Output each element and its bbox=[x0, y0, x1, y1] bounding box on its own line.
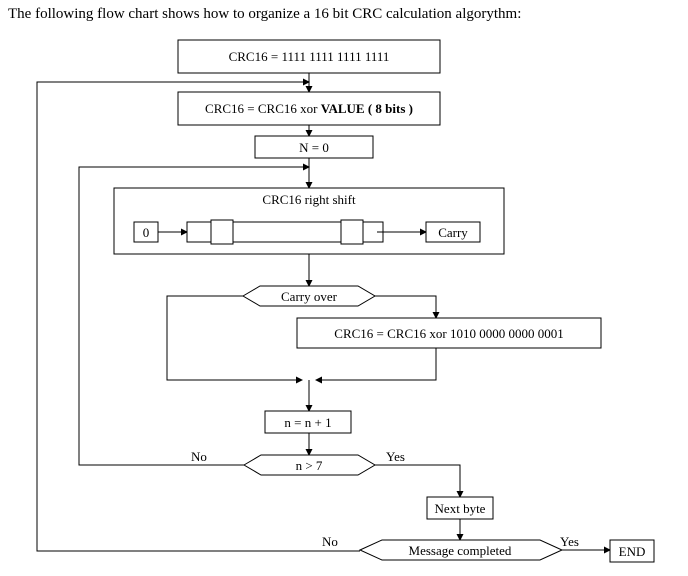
register-msb-cell bbox=[210, 219, 234, 245]
msg-completed-label: Message completed bbox=[409, 543, 512, 558]
carry-label: Carry bbox=[438, 225, 468, 240]
carry-over-label: Carry over bbox=[281, 289, 338, 304]
arrow-n-no-loop bbox=[78, 163, 310, 466]
xor-value-label: CRC16 = CRC16 xor VALUE ( 8 bits ) bbox=[205, 101, 413, 116]
shift-title: CRC16 right shift bbox=[262, 192, 356, 207]
arrow-carry-yes-to-poly bbox=[375, 295, 440, 319]
n-zero-box bbox=[254, 135, 374, 159]
init-label: CRC16 = 1111 1111 1111 1111 bbox=[229, 49, 390, 64]
n-no-label: No bbox=[191, 449, 207, 464]
init-box bbox=[177, 39, 441, 74]
arrow-n-yes-next bbox=[375, 464, 464, 498]
intro-text: The following flow chart shows how to or… bbox=[8, 6, 522, 22]
n-check-label: n > 7 bbox=[296, 458, 323, 473]
register-lsb-cell bbox=[340, 219, 364, 245]
n-inc-label: n = n + 1 bbox=[284, 415, 331, 430]
end-box bbox=[609, 539, 655, 563]
xor-poly-label: CRC16 = CRC16 xor 1010 0000 0000 0001 bbox=[334, 326, 563, 341]
shift-container bbox=[113, 187, 505, 255]
n-zero-label: N = 0 bbox=[299, 140, 329, 155]
msg-yes-label: Yes bbox=[560, 534, 579, 549]
next-byte-label: Next byte bbox=[435, 501, 486, 516]
carry-box bbox=[425, 221, 481, 243]
msg-no-label: No bbox=[322, 534, 338, 549]
arrow-carry-no-merge bbox=[166, 295, 303, 384]
n-inc-box bbox=[264, 410, 352, 434]
xor-poly-box bbox=[296, 317, 602, 349]
arrow-msg-no-loop bbox=[36, 78, 360, 552]
arrow-poly-merge bbox=[315, 348, 437, 384]
n-yes-label: Yes bbox=[386, 449, 405, 464]
end-label: END bbox=[619, 544, 646, 559]
zero-input-label: 0 bbox=[143, 225, 150, 240]
